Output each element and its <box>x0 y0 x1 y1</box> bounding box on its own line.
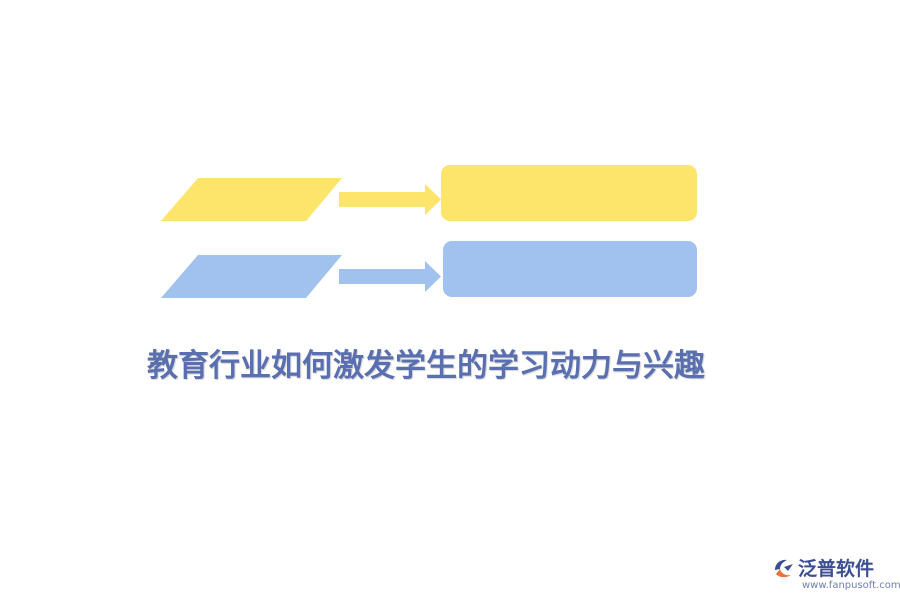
logo-mark-icon <box>775 559 793 578</box>
blue-box <box>443 241 697 297</box>
logo-url: www.fanpusoft.com <box>802 580 900 591</box>
yellow-box <box>441 165 697 221</box>
diagram-title: 教育行业如何激发学生的学习动力与兴趣 <box>147 348 705 384</box>
blue-parallelogram <box>161 255 342 298</box>
yellow-parallelogram <box>161 178 342 221</box>
blue-arrow <box>339 261 441 292</box>
yellow-arrow <box>339 184 441 215</box>
logo-name: 泛普软件 <box>798 558 875 580</box>
brand-logo: 泛普软件 www.fanpusoft.com <box>772 554 900 594</box>
